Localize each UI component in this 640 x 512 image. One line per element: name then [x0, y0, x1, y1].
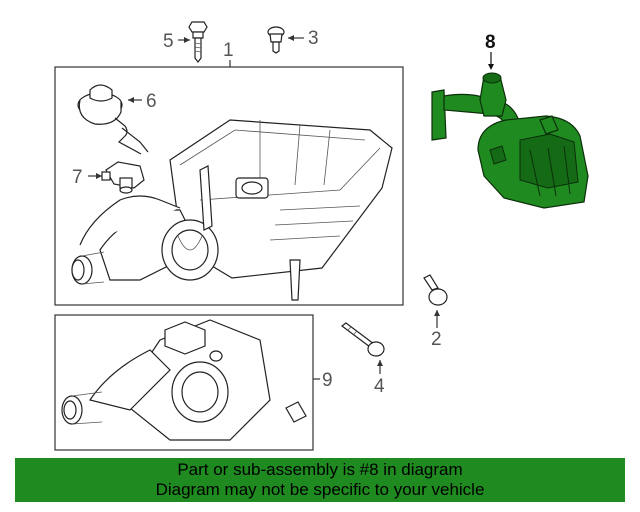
part-3-screw: [267, 26, 285, 54]
banner-line-2: Diagram may not be specific to your vehi…: [155, 480, 485, 499]
group-box-9: [54, 314, 314, 451]
callout-7: 7: [72, 167, 83, 188]
callout-4: 4: [374, 376, 385, 397]
callout-9: 9: [322, 370, 333, 391]
callout-3: 3: [308, 28, 319, 49]
part-6-actuator: [77, 84, 149, 155]
part-1-supercharger: [71, 119, 393, 301]
callout-6: 6: [146, 91, 157, 112]
part-9-housing: [61, 319, 307, 441]
callout-1: 1: [223, 40, 234, 61]
part-5-bolt: [188, 21, 208, 63]
callout-8: 8: [485, 32, 496, 53]
part-4-bolt: [341, 322, 385, 357]
part-2-bolt: [423, 274, 448, 306]
info-banner: Part or sub-assembly is #8 in diagram Di…: [15, 458, 625, 502]
part-7-sensor: [101, 161, 145, 194]
group-box-1: [54, 66, 404, 306]
callout-5: 5: [163, 31, 174, 52]
callout-2: 2: [431, 329, 442, 350]
part-8-highlighted: [431, 72, 589, 209]
banner-line-1: Part or sub-assembly is #8 in diagram: [177, 460, 463, 479]
